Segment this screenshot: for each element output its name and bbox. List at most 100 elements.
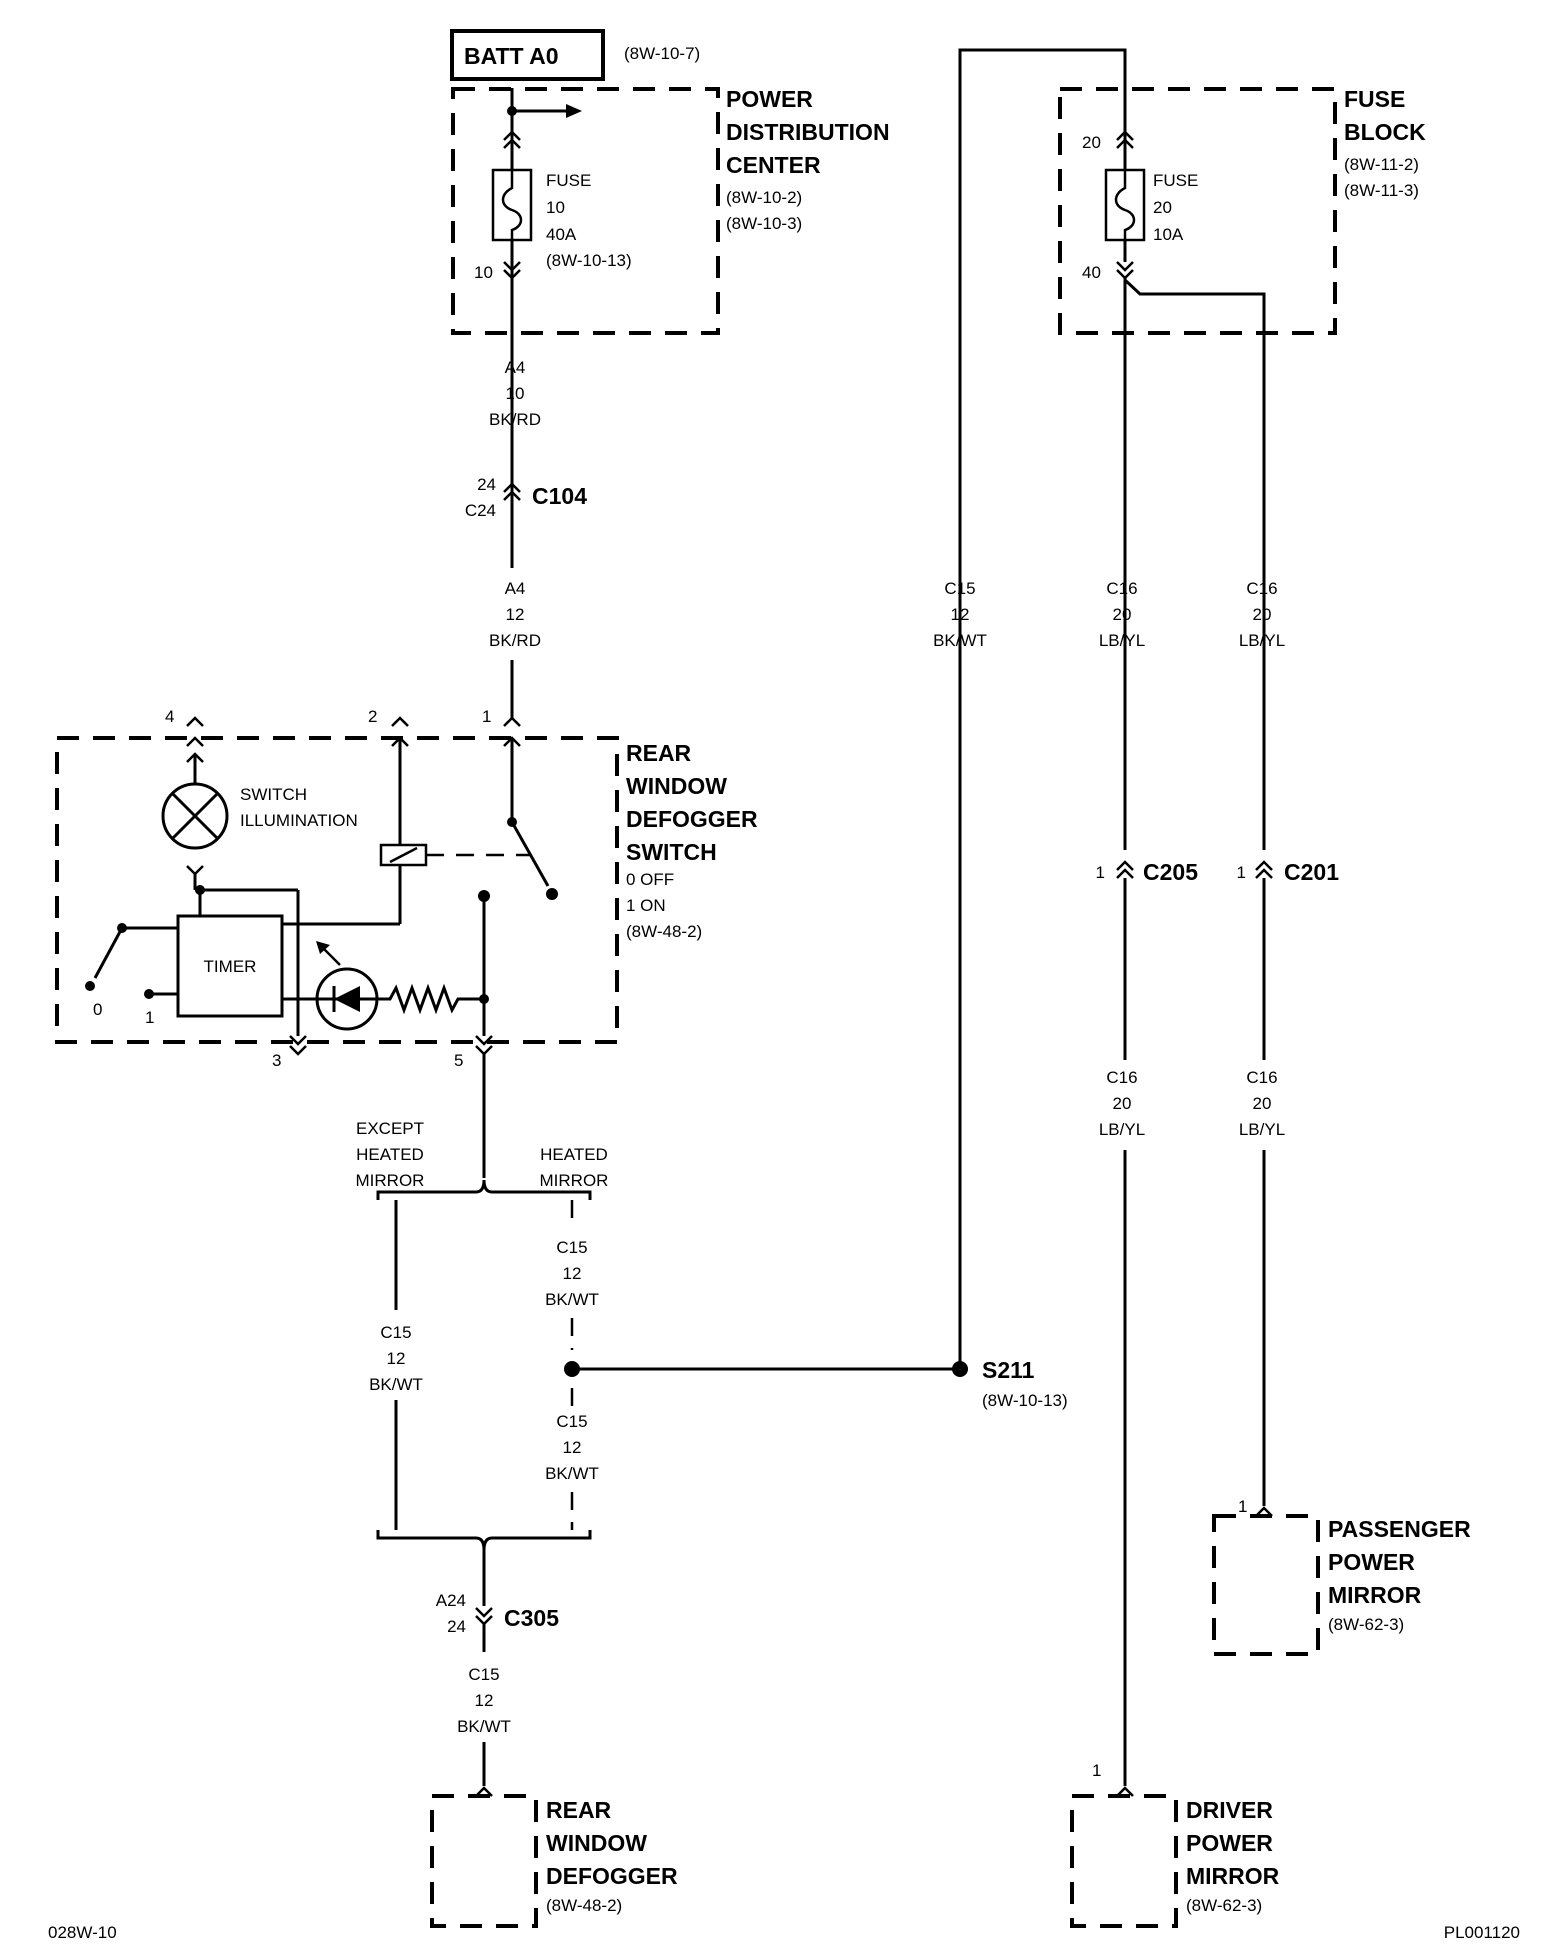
c205-pin: 1 bbox=[1096, 863, 1105, 882]
wire-c16-a-gauge: 20 bbox=[1113, 605, 1132, 624]
option-branch-top bbox=[376, 1179, 592, 1200]
switch-title-4: SWITCH bbox=[626, 839, 717, 865]
option-branch-bottom bbox=[376, 1530, 592, 1551]
fuse-block-fuse-rating: 10A bbox=[1153, 225, 1184, 244]
switch-title-2: WINDOW bbox=[626, 773, 727, 799]
c305-pin-2: 24 bbox=[447, 1617, 466, 1636]
c305-name: C305 bbox=[504, 1605, 559, 1631]
c104-pin-1: 24 bbox=[477, 475, 496, 494]
defogger-title-1: REAR bbox=[546, 1797, 612, 1823]
switch-state-on: 1 ON bbox=[626, 896, 666, 915]
pdc-title-1: POWER bbox=[726, 86, 813, 112]
pdc-fuse-rating: 40A bbox=[546, 225, 577, 244]
fuse-10-icon bbox=[491, 168, 533, 242]
pdc-pin-out: 10 bbox=[474, 263, 493, 282]
pdc-ref-2: (8W-10-3) bbox=[726, 214, 802, 233]
branch-except-1: EXCEPT bbox=[356, 1119, 424, 1138]
wire-c16-b-gauge: 20 bbox=[1253, 605, 1272, 624]
switch-pin-5: 5 bbox=[454, 1051, 463, 1070]
pdc-fuse-label: FUSE bbox=[546, 171, 591, 190]
c201-name: C201 bbox=[1284, 859, 1339, 885]
c205-name: C205 bbox=[1143, 859, 1198, 885]
switch-ref: (8W-48-2) bbox=[626, 922, 702, 941]
wire-c15-bottom-circuit: C15 bbox=[468, 1665, 499, 1684]
wire-a4-12-gauge: 12 bbox=[506, 605, 525, 624]
wire-c16-b-color: LB/YL bbox=[1239, 631, 1285, 650]
relay-coil-icon bbox=[379, 843, 428, 867]
wire-a4-color: BK/RD bbox=[489, 410, 541, 429]
timer-label: TIMER bbox=[204, 957, 257, 976]
rear-window-defogger: REAR WINDOW DEFOGGER (8W-48-2) bbox=[430, 1794, 678, 1928]
c305-pin-1: A24 bbox=[436, 1591, 466, 1610]
wire-a4-gauge: 10 bbox=[506, 384, 525, 403]
fuse-block-title-2: BLOCK bbox=[1344, 119, 1426, 145]
connector-c205: 1 C205 bbox=[1096, 859, 1199, 885]
fuse-20-icon bbox=[1104, 168, 1146, 242]
batt-a0-label: BATT A0 bbox=[464, 43, 559, 69]
passenger-mirror-title-1: PASSENGER bbox=[1328, 1516, 1471, 1542]
rear-window-defogger-switch: REAR WINDOW DEFOGGER SWITCH 0 OFF 1 ON (… bbox=[55, 707, 758, 1070]
pdc-title-2: DISTRIBUTION bbox=[726, 119, 890, 145]
wire-c15-left-color: BK/WT bbox=[369, 1375, 423, 1394]
fuse-block: FUSE BLOCK (8W-11-2) (8W-11-3) 20 FUSE 2… bbox=[1058, 86, 1426, 850]
footer-left: 028W-10 bbox=[48, 1923, 117, 1942]
switch-pos-0: 0 bbox=[93, 1000, 102, 1019]
wire-c16-c-color: LB/YL bbox=[1099, 1120, 1145, 1139]
wire-a4-12-color: BK/RD bbox=[489, 631, 541, 650]
wire-c16-d-color: LB/YL bbox=[1239, 1120, 1285, 1139]
defogger-title-2: WINDOW bbox=[546, 1830, 647, 1856]
driver-mirror-title-2: POWER bbox=[1186, 1830, 1273, 1856]
switch-title-1: REAR bbox=[626, 740, 692, 766]
led-icon bbox=[315, 967, 379, 1031]
wire-c15-left-gauge: 12 bbox=[387, 1349, 406, 1368]
wire-c15-right-color: BK/WT bbox=[545, 1290, 599, 1309]
wire-a4-circuit: A4 bbox=[505, 358, 526, 377]
switch-pin-3: 3 bbox=[272, 1051, 281, 1070]
wire-c15-mid-color: BK/WT bbox=[545, 1464, 599, 1483]
c201-pin: 1 bbox=[1237, 863, 1246, 882]
wire-c15-mid-circuit: C15 bbox=[556, 1412, 587, 1431]
wire-c15-top-gauge: 12 bbox=[951, 605, 970, 624]
c104-name: C104 bbox=[532, 483, 587, 509]
lamp-icon bbox=[161, 782, 229, 850]
pdc-title-3: CENTER bbox=[726, 152, 821, 178]
illumination-label-2: ILLUMINATION bbox=[240, 811, 358, 830]
bus-arrow-icon bbox=[566, 104, 582, 118]
timer-box bbox=[176, 914, 284, 1018]
wire-c16-d-gauge: 20 bbox=[1253, 1094, 1272, 1113]
connector-c201: 1 C201 bbox=[1237, 859, 1340, 885]
fuse-block-title-1: FUSE bbox=[1344, 86, 1405, 112]
passenger-mirror-title-2: POWER bbox=[1328, 1549, 1415, 1575]
wire-c16-c-circuit: C16 bbox=[1106, 1068, 1137, 1087]
fuse-block-ref-1: (8W-11-2) bbox=[1344, 155, 1419, 174]
switch-pin-2: 2 bbox=[368, 707, 377, 726]
switch-pos-1: 1 bbox=[145, 1008, 154, 1027]
defogger-ref: (8W-48-2) bbox=[546, 1896, 622, 1915]
footer-right: PL001120 bbox=[1444, 1923, 1520, 1942]
wire-c15-top-circuit: C15 bbox=[944, 579, 975, 598]
batt-a0-ref: (8W-10-7) bbox=[624, 44, 700, 63]
resistor-icon bbox=[376, 983, 484, 1015]
switch-title-3: DEFOGGER bbox=[626, 806, 758, 832]
wire-c16-b-circuit: C16 bbox=[1246, 579, 1277, 598]
wire-c16-c-gauge: 20 bbox=[1113, 1094, 1132, 1113]
branch-heated-2: MIRROR bbox=[540, 1171, 609, 1190]
wire-c15-right-circuit: C15 bbox=[556, 1238, 587, 1257]
wire-c15-left-circuit: C15 bbox=[380, 1323, 411, 1342]
pdc-ref-1: (8W-10-2) bbox=[726, 188, 802, 207]
fuse-block-pin-in: 20 bbox=[1082, 133, 1101, 152]
illumination-label-1: SWITCH bbox=[240, 785, 307, 804]
c104-pin-2: C24 bbox=[465, 501, 496, 520]
batt-a0-box: BATT A0 bbox=[450, 29, 605, 81]
switch-pin-1: 1 bbox=[482, 707, 491, 726]
driver-mirror-pin: 1 bbox=[1092, 1761, 1101, 1780]
passenger-mirror-title-3: MIRROR bbox=[1328, 1582, 1422, 1608]
fuse-block-fuse-number: 20 bbox=[1153, 198, 1172, 217]
fuse-block-ref-2: (8W-11-3) bbox=[1344, 181, 1419, 200]
branch-except-3: MIRROR bbox=[356, 1171, 425, 1190]
wire-c16-d-circuit: C16 bbox=[1246, 1068, 1277, 1087]
driver-mirror-title-3: MIRROR bbox=[1186, 1863, 1280, 1889]
fuse-block-pin-out: 40 bbox=[1082, 263, 1101, 282]
switch-pin-4: 4 bbox=[165, 707, 174, 726]
